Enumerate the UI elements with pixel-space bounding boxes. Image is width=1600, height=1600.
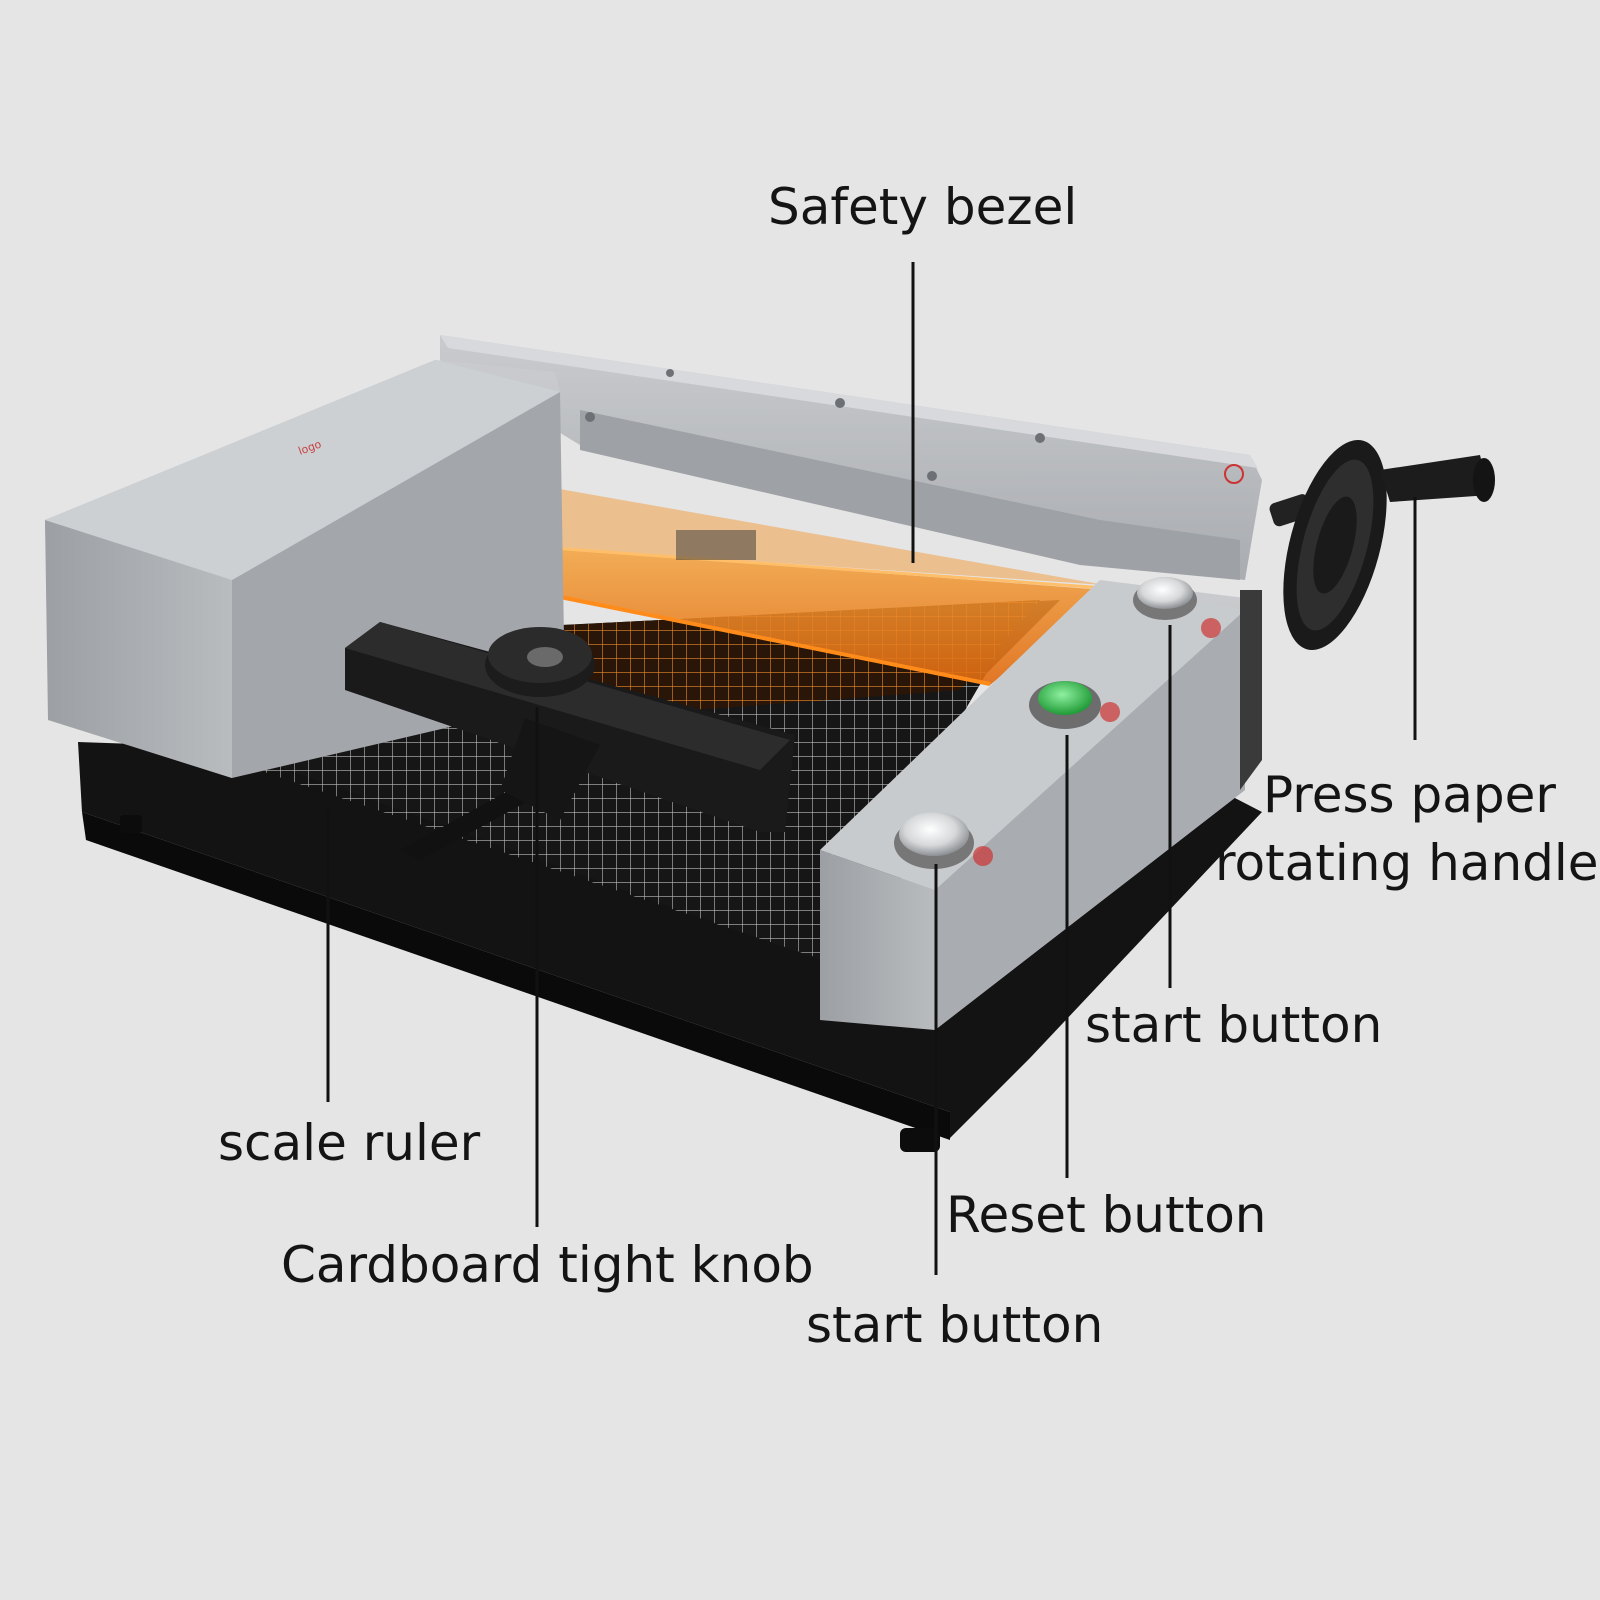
right-housing (820, 580, 1245, 1030)
label-press-paper-line1: Press paper (1263, 766, 1556, 824)
rotating-handle (1240, 440, 1495, 790)
label-start-button-lower: start button (806, 1296, 1104, 1354)
start-button-lower-shape (894, 812, 974, 869)
callout-lines (326, 262, 1417, 1275)
label-scale-ruler: scale ruler (218, 1114, 481, 1172)
rear-beam (440, 335, 1262, 580)
start-button-upper-shape (1133, 577, 1197, 620)
gauge-fence (345, 622, 795, 860)
safety-bezel-shape (439, 475, 1106, 686)
reset-button-shape (1029, 681, 1101, 729)
label-reset-button: Reset button (946, 1186, 1267, 1244)
label-cardboard-knob: Cardboard tight knob (281, 1236, 814, 1294)
label-safety-bezel: Safety bezel (768, 178, 1078, 236)
label-start-button-upper: start button (1085, 996, 1383, 1054)
label-press-paper-line2: rotating handle (1215, 834, 1599, 892)
